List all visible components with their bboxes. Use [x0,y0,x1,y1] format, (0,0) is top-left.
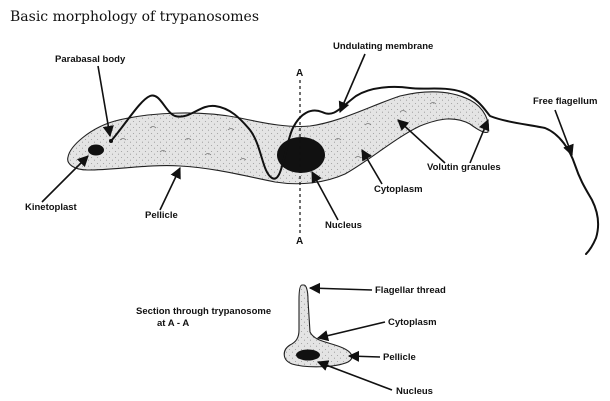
section-caption-line2: at A - A [157,318,189,329]
label-undulating-membrane: Undulating membrane [333,41,433,52]
label-nucleus: Nucleus [325,220,362,231]
axis-label-bottom: A [296,236,303,247]
trypanosome-body [68,92,489,184]
label-section-nucleus: Nucleus [396,386,433,397]
diagram-title: Basic morphology of trypanosomes [10,9,259,25]
label-flagellar-thread: Flagellar thread [375,285,446,296]
section-arrows [310,288,392,390]
section-caption-line1: Section through trypanosome [136,306,271,317]
label-kinetoplast: Kinetoplast [25,202,78,213]
label-free-flagellum: Free flagellum [533,96,597,107]
label-pellicle: Pellicle [145,210,178,221]
axis-label-top: A [296,68,303,79]
label-section-pellicle: Pellicle [383,352,416,363]
label-cytoplasm: Cytoplasm [374,184,423,195]
label-section-cytoplasm: Cytoplasm [388,317,437,328]
label-volutin-granules: Volutin granules [427,162,501,173]
label-parabasal-body: Parabasal body [55,54,126,65]
cross-section-nucleus [296,350,320,361]
kinetoplast-shape [88,145,104,156]
